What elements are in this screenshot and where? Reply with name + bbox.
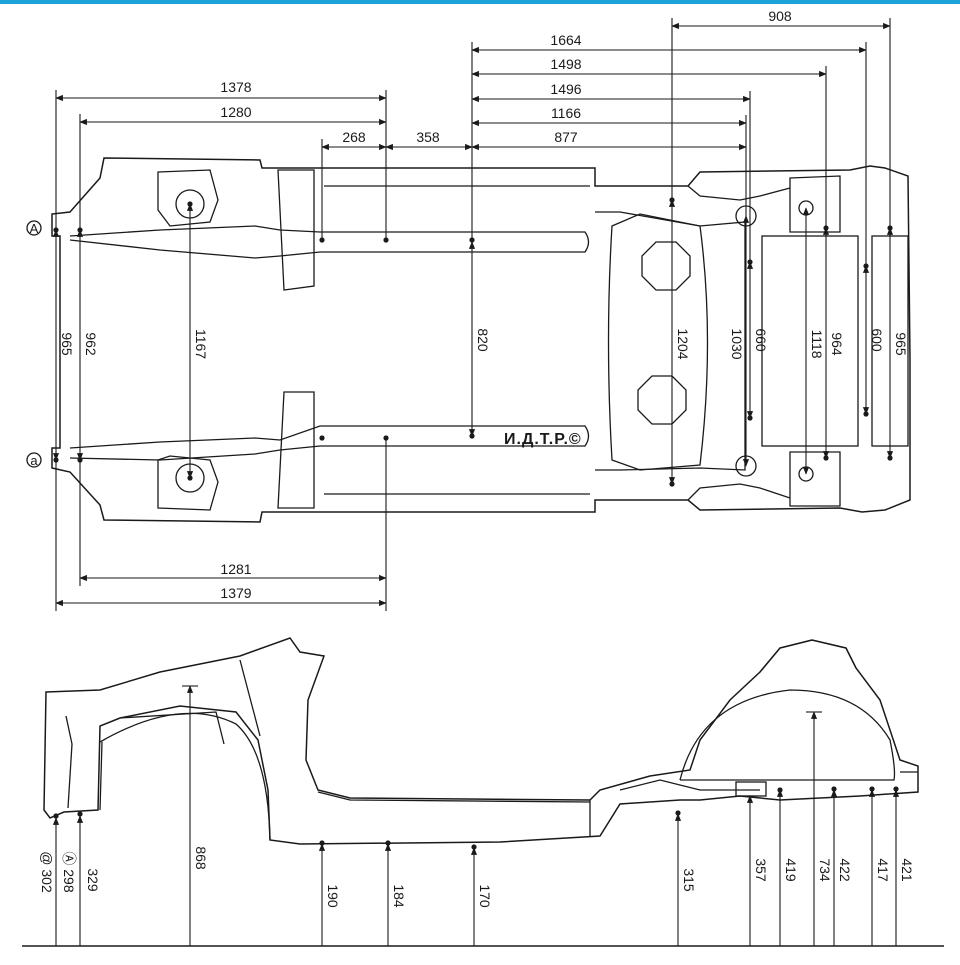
top-view-outline bbox=[51, 157, 911, 523]
height-329: 329 bbox=[85, 868, 101, 892]
dim-660: 660 bbox=[753, 328, 769, 352]
side-view-dimensions bbox=[52, 685, 900, 946]
dim-820: 820 bbox=[475, 328, 491, 352]
dim-1166: 1166 bbox=[551, 105, 581, 121]
height-868: 868 bbox=[193, 846, 209, 870]
dim-1204: 1204 bbox=[675, 328, 691, 359]
height-417: 417 bbox=[875, 858, 891, 882]
dim-1498: 1498 bbox=[550, 56, 581, 72]
height-170: 170 bbox=[477, 884, 493, 908]
height-419: 419 bbox=[783, 858, 799, 882]
height-302: @ 302 bbox=[39, 851, 55, 893]
point-a-label: a bbox=[30, 453, 38, 468]
dim-1030: 1030 bbox=[729, 328, 745, 359]
dim-358: 358 bbox=[416, 129, 440, 145]
height-422: 422 bbox=[837, 858, 853, 882]
dim-1281: 1281 bbox=[220, 561, 251, 577]
dim-600: 600 bbox=[869, 328, 885, 352]
top-view-dimensions bbox=[52, 18, 894, 611]
dim-877: 877 bbox=[554, 129, 578, 145]
height-421: 421 bbox=[899, 858, 915, 882]
dim-965-rear: 965 bbox=[893, 332, 909, 356]
height-298: Ⓐ 298 bbox=[61, 851, 77, 892]
dim-268: 268 bbox=[342, 129, 366, 145]
height-315: 315 bbox=[681, 868, 697, 892]
dim-1118: 1118 bbox=[809, 329, 825, 358]
dim-965-front: 965 bbox=[59, 332, 75, 356]
dim-908: 908 bbox=[768, 8, 792, 24]
dim-1496: 1496 bbox=[550, 81, 581, 97]
top-view-labels: 908 1664 1498 1496 1166 877 1378 1280 26… bbox=[26, 8, 909, 601]
dim-962: 962 bbox=[83, 332, 99, 356]
accent-bar bbox=[0, 0, 960, 4]
height-190: 190 bbox=[325, 884, 341, 908]
side-view-labels: @ 302 Ⓐ 298 329 868 190 184 170 315 357 … bbox=[39, 846, 915, 908]
dim-1378: 1378 bbox=[220, 79, 251, 95]
idtr-logo: И.Д.Т.Р.© bbox=[504, 431, 582, 448]
side-view-outline bbox=[43, 637, 919, 845]
dim-1167: 1167 bbox=[193, 329, 209, 359]
dim-1664: 1664 bbox=[550, 32, 581, 48]
height-184: 184 bbox=[391, 884, 407, 908]
dim-964: 964 bbox=[829, 332, 845, 356]
height-357: 357 bbox=[753, 858, 769, 882]
dim-1379: 1379 bbox=[220, 585, 251, 601]
point-A-label: A bbox=[30, 221, 39, 236]
height-734: 734 bbox=[817, 858, 833, 882]
dim-1280: 1280 bbox=[220, 104, 251, 120]
